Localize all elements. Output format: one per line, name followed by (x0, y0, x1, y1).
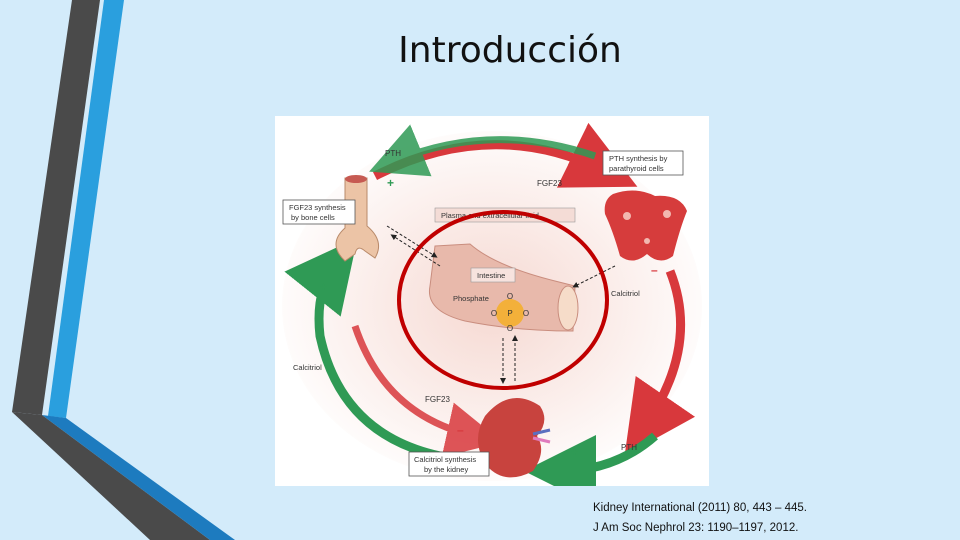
reference-2: J Am Soc Nephrol 23: 1190–1197, 2012. (593, 518, 807, 538)
reference-1: Kidney International (2011) 80, 443 – 44… (593, 498, 807, 518)
references: Kidney International (2011) 80, 443 – 44… (593, 498, 807, 538)
highlight-circle (399, 212, 607, 388)
